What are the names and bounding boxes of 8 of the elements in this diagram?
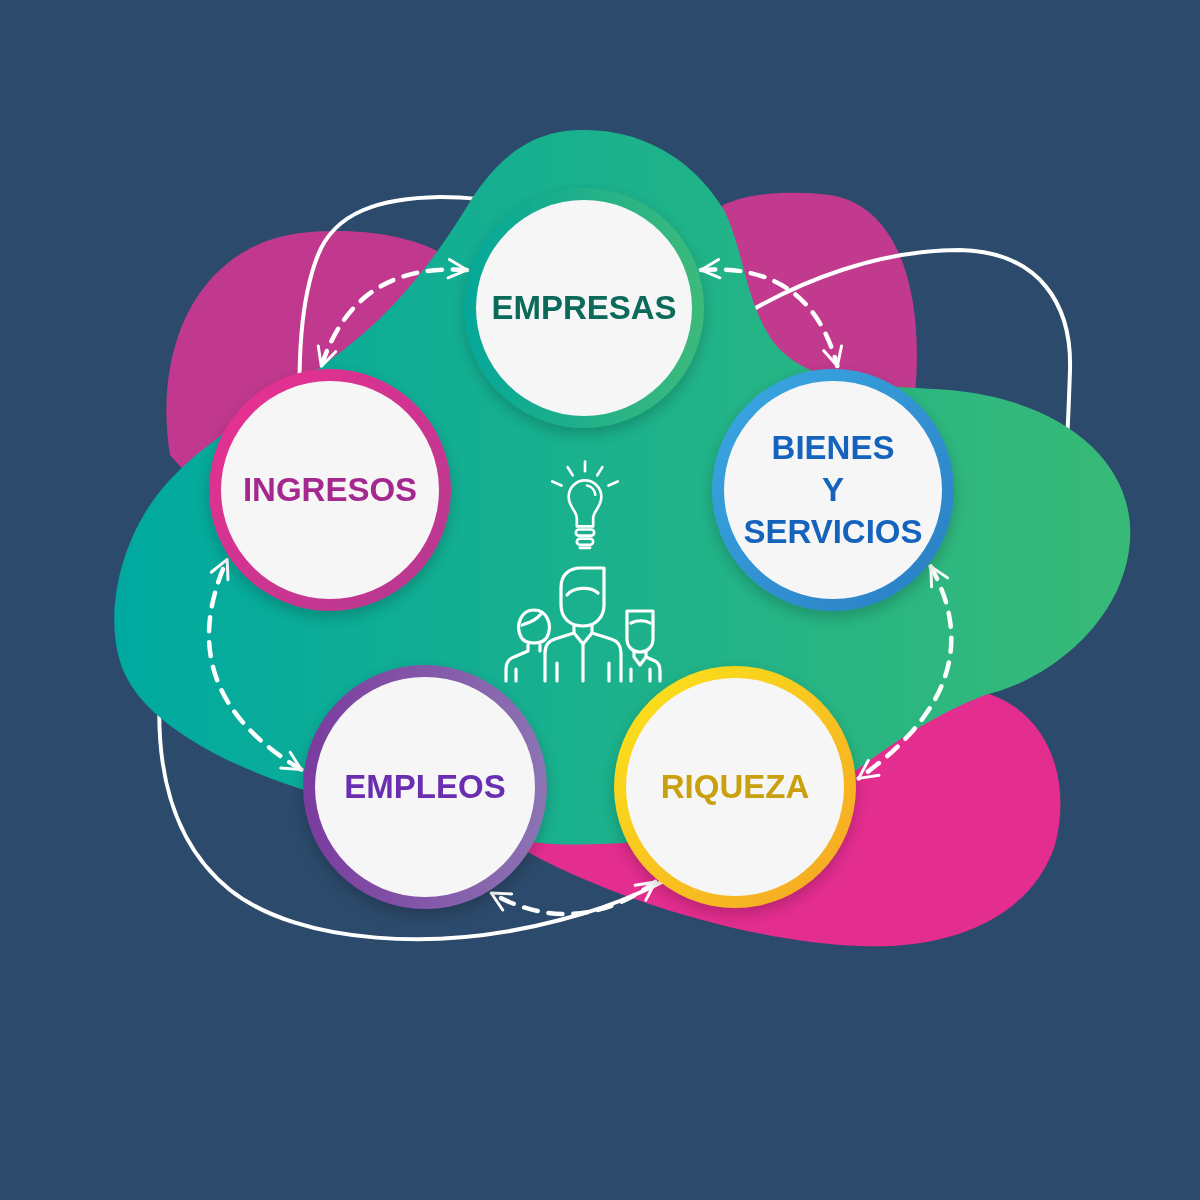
node-label: INGRESOS xyxy=(242,469,418,510)
node-label: RIQUEZA xyxy=(660,766,810,807)
node-label: EMPLEOS xyxy=(344,766,506,807)
dashed-arrow xyxy=(206,557,304,772)
dashed-arrow xyxy=(489,879,658,917)
node-label: EMPRESAS xyxy=(491,287,677,328)
node-label: BIENES Y SERVICIOS xyxy=(743,427,923,553)
dashed-arrow xyxy=(856,564,954,781)
